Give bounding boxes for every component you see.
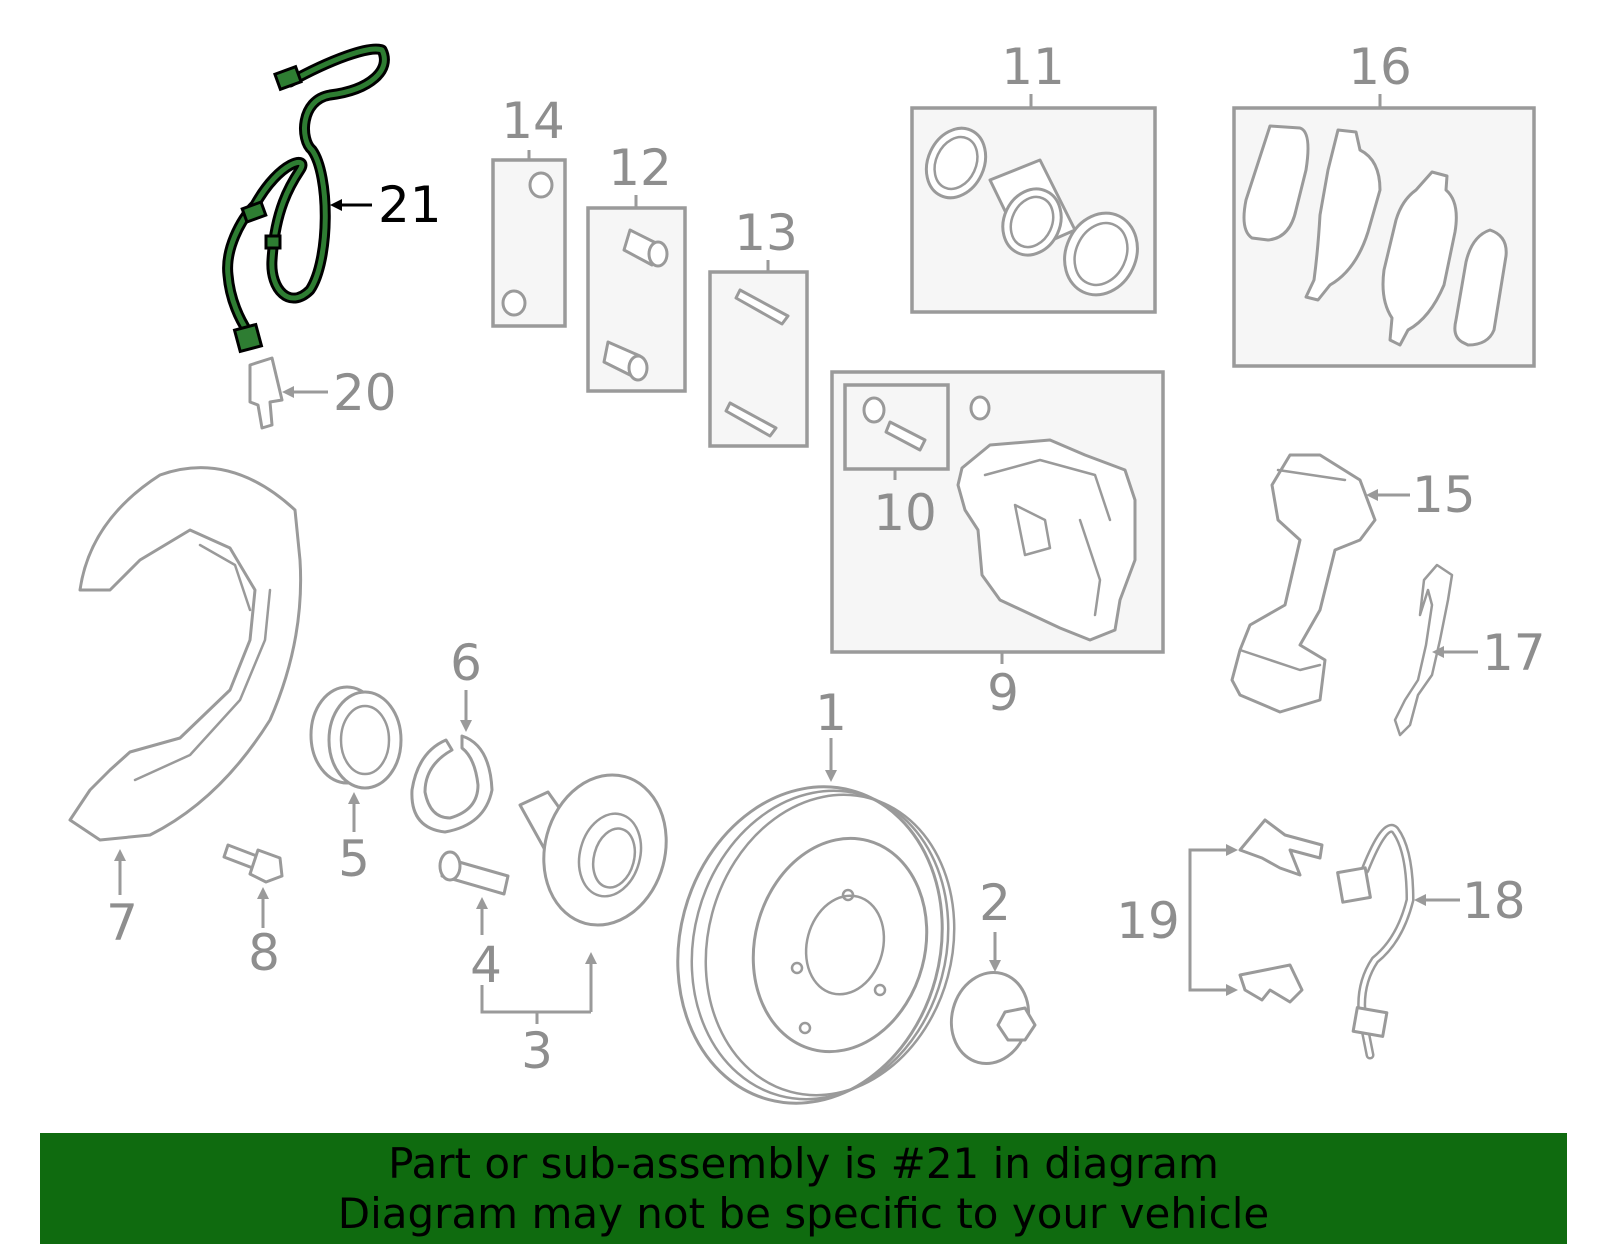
part-3-wheel-hub[interactable] xyxy=(518,761,683,939)
part-5-wheel-bearing[interactable] xyxy=(309,685,403,790)
callout-2: 2 xyxy=(979,874,1011,932)
callout-9: 9 xyxy=(987,664,1019,722)
banner-line-1: Part or sub-assembly is #21 in diagram xyxy=(388,1138,1219,1188)
callout-12: 12 xyxy=(608,139,672,197)
callout-20: 20 xyxy=(333,364,397,422)
part-13-guide-pin-kit[interactable] xyxy=(708,270,809,448)
callout-1: 1 xyxy=(815,684,847,742)
part-20-clip[interactable] xyxy=(248,356,284,430)
callout-5: 5 xyxy=(338,830,370,888)
part-17-anti-rattle-spring[interactable] xyxy=(1393,563,1454,737)
banner-line-2: Diagram may not be specific to your vehi… xyxy=(337,1188,1270,1238)
part-15-caliper-bracket[interactable] xyxy=(1230,453,1377,714)
callout-17: 17 xyxy=(1482,624,1546,682)
part-19-pad-clips[interactable] xyxy=(1238,818,1324,1004)
callout-21: 21 xyxy=(378,176,442,234)
part-10-bolt-kit[interactable] xyxy=(862,395,991,452)
part-14-bushing-kit[interactable] xyxy=(491,158,567,328)
callout-15: 15 xyxy=(1412,466,1476,524)
part-18-brake-hose[interactable] xyxy=(1336,823,1415,1060)
callout-3: 3 xyxy=(521,1022,553,1080)
part-16-brake-pad-set[interactable] xyxy=(1232,106,1536,368)
info-banner: Part or sub-assembly is #21 in diagram D… xyxy=(40,1133,1567,1244)
callout-14: 14 xyxy=(501,92,565,150)
part-4-wheel-stud[interactable] xyxy=(438,850,510,896)
part-6-snap-ring[interactable] xyxy=(410,734,494,834)
callout-11: 11 xyxy=(1001,38,1065,96)
part-11-caliper-seal-kit[interactable] xyxy=(910,106,1157,314)
callout-7: 7 xyxy=(106,894,138,952)
callout-8: 8 xyxy=(248,924,280,982)
part-12-guide-kit[interactable] xyxy=(586,206,687,393)
part-21-abs-sensor-wire[interactable] xyxy=(222,43,390,354)
callout-10: 10 xyxy=(873,484,937,542)
callout-18: 18 xyxy=(1462,872,1526,930)
callout-6: 6 xyxy=(450,634,482,692)
part-8-bolt[interactable] xyxy=(222,843,284,884)
callout-19: 19 xyxy=(1116,892,1180,950)
callout-13: 13 xyxy=(734,204,798,262)
part-2-hub-nut[interactable] xyxy=(941,964,1038,1073)
callout-4: 4 xyxy=(470,936,502,994)
callout-16: 16 xyxy=(1348,38,1412,96)
part-7-splash-shield[interactable] xyxy=(68,466,303,842)
part-1-brake-rotor[interactable] xyxy=(643,757,987,1133)
part-9-caliper-assembly[interactable] xyxy=(830,370,1165,654)
